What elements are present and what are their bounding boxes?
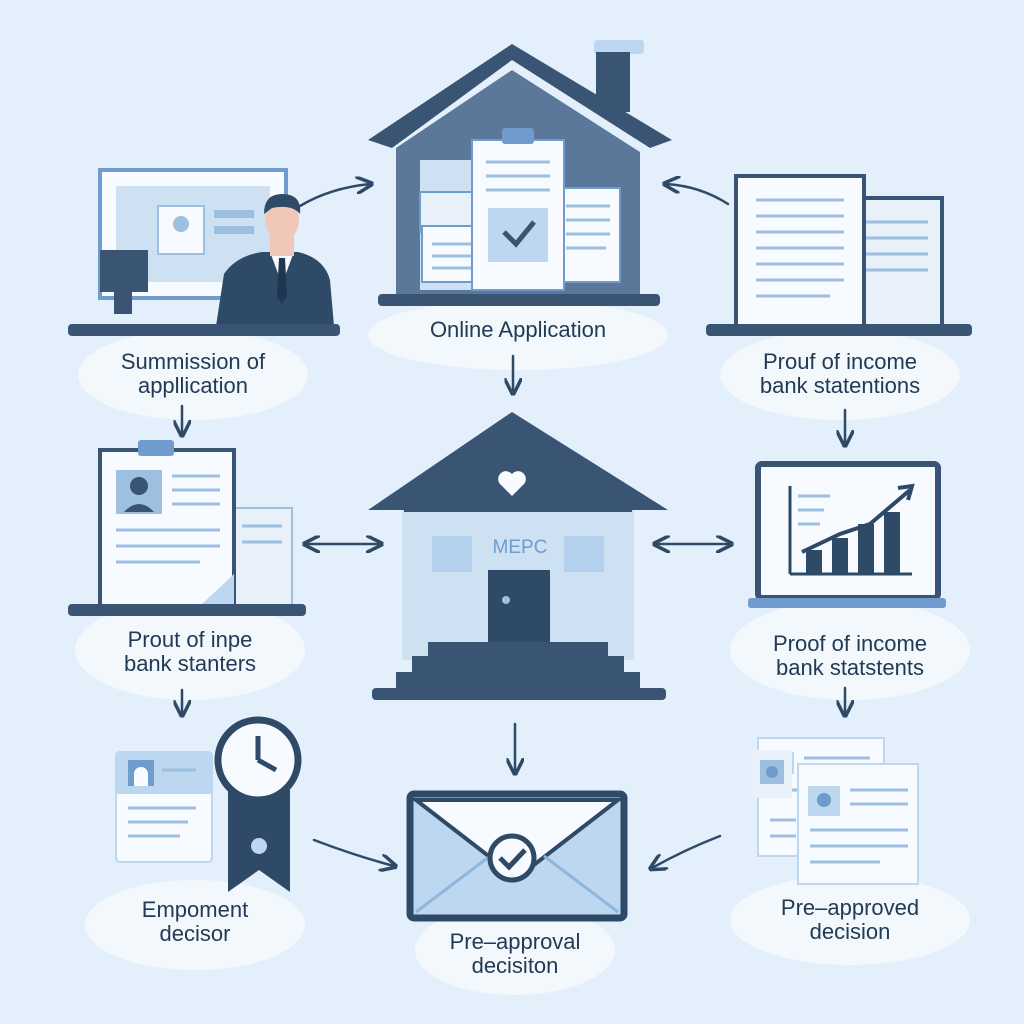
person-at-computer-icon	[68, 168, 340, 336]
label-line: Prout of inpe	[127, 627, 253, 652]
label-line: Summission of	[120, 349, 266, 374]
envelope-icon	[406, 790, 628, 922]
label-backdrop	[720, 330, 960, 420]
label-empoment: Empoment decisor	[85, 898, 305, 946]
label-backdrop	[85, 880, 305, 970]
label-proof-income-mid: Proof of income bank statstents	[730, 632, 970, 680]
label-line: Empoment	[141, 897, 249, 922]
label-line: decisor	[159, 921, 231, 946]
label-online-application: Online Application	[368, 318, 668, 342]
label-line: Proof of income	[772, 631, 928, 656]
bank-building-icon	[368, 412, 668, 700]
label-line: Online Application	[429, 317, 607, 342]
label-backdrop	[78, 330, 308, 420]
arrow-income-to-application	[666, 184, 730, 206]
clipboard-icon	[68, 440, 306, 616]
bank-sign: MEPC	[492, 537, 548, 558]
label-line: Prouf of income	[762, 349, 918, 374]
flow-arrows	[182, 184, 845, 868]
label-line: bank statentions	[759, 373, 921, 398]
arrow-empoment-to-envelope	[312, 838, 394, 866]
label-line: bank statstents	[776, 655, 924, 680]
label-line: Pre–approved	[780, 895, 920, 920]
label-line: appllication	[137, 373, 249, 398]
arrow-submission-to-application	[298, 184, 370, 208]
label-line: bank stanters	[123, 651, 257, 676]
label-backdrop	[75, 600, 305, 700]
label-line: Pre–approval	[449, 929, 581, 954]
label-line: decision	[809, 919, 891, 944]
documents-icon	[706, 174, 972, 336]
label-pre-approval: Pre–approval decisiton	[415, 930, 615, 978]
house-icon	[368, 40, 672, 306]
label-backdrop	[730, 875, 970, 965]
arrow-preapproved-to-envelope	[652, 834, 722, 868]
label-submission: Summission of appllication	[78, 350, 308, 398]
id-card-clock-icon	[115, 716, 302, 892]
label-backdrop	[368, 300, 668, 370]
label-proof-income-top: Prouf of income bank statentions	[720, 350, 960, 398]
label-backdrop	[730, 600, 970, 700]
label-proof-inpe: Prout of inpe bank stanters	[75, 628, 305, 676]
label-pre-approved: Pre–approved decision	[730, 896, 970, 944]
laptop-chart-icon	[748, 461, 946, 608]
stacked-documents-icon	[752, 737, 919, 885]
label-line: decisiton	[471, 953, 559, 978]
